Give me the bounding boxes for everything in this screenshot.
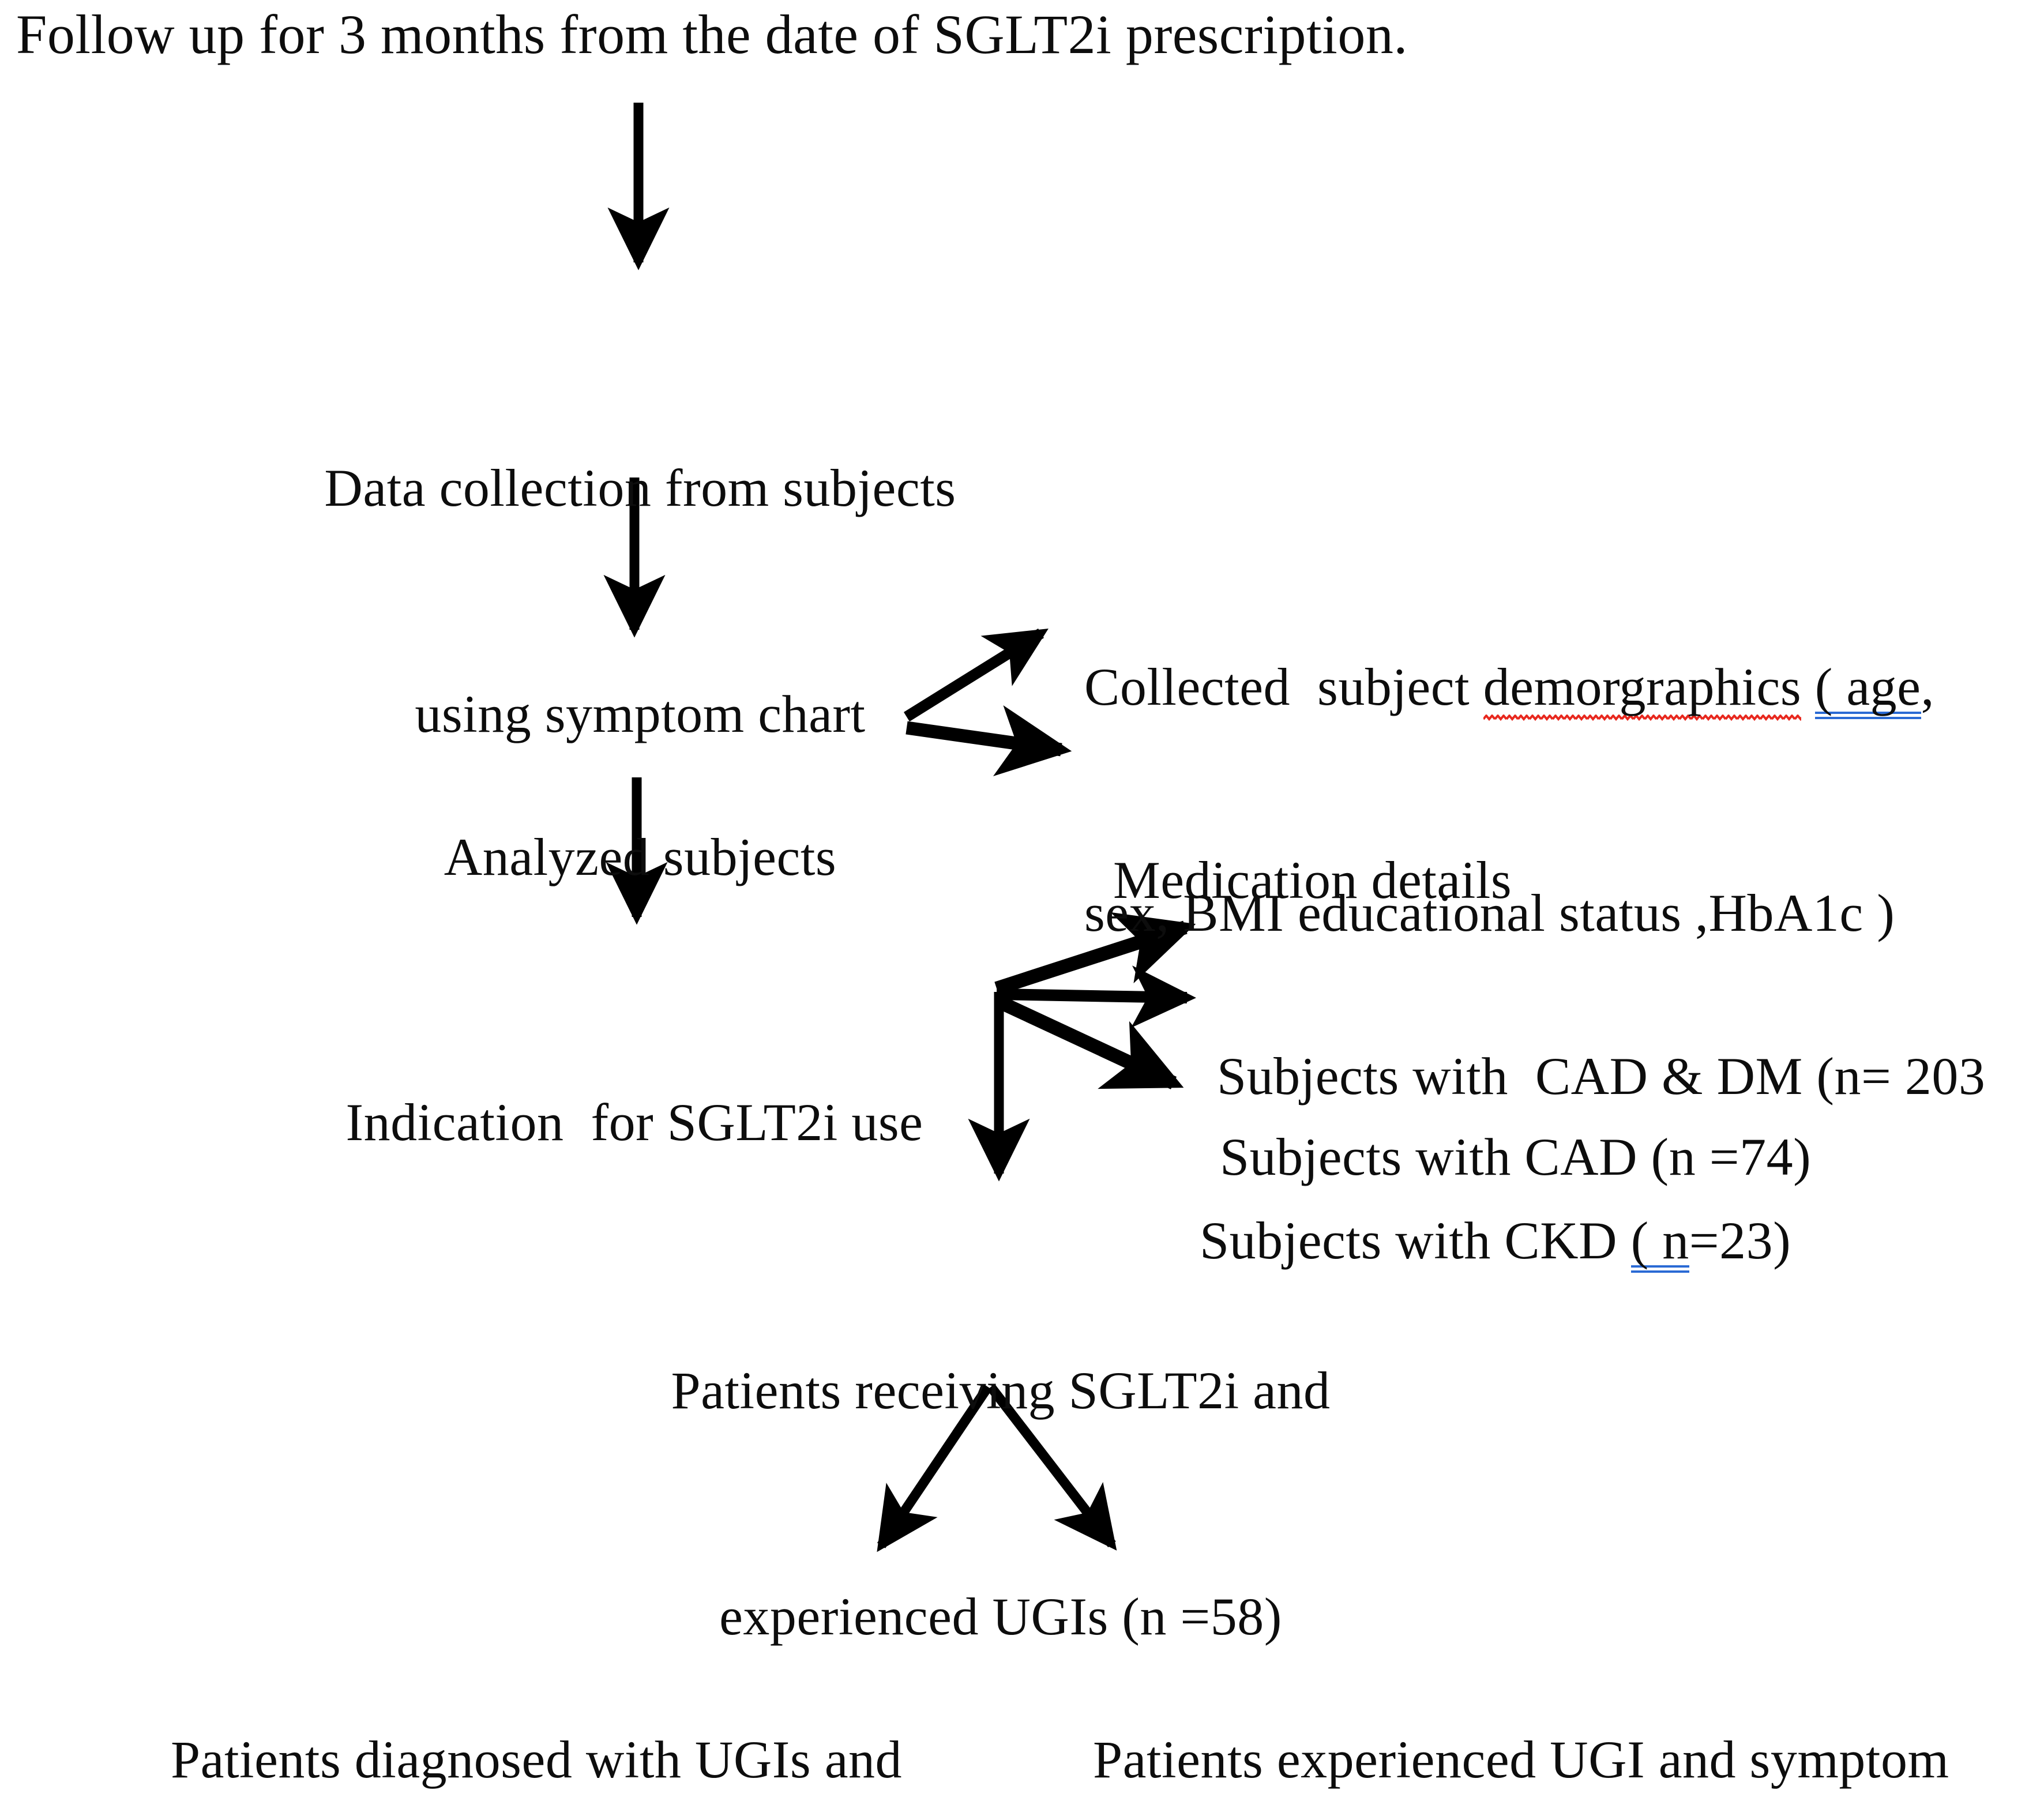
node-subjects-with-cad-and-dm-label: Subjects with CAD & DM (n= 203 [1217,1047,1986,1106]
node-patients-receiving-sglt2i: Patients receiving SGLT2i and experience… [611,1202,1390,1801]
node-medication-details-label: Medication details [1113,851,1512,910]
node-indication-label: Indication for SGLT2i use [345,1093,923,1152]
node-subjects-with-cad-and-dm: Subjects with CAD & DM (n= 203 [1217,888,1985,1265]
node-analyzed-subjects: Analyzed subjects [323,669,957,1046]
node-collected-demographics: Collected subject demorgraphics ( age, s… [1084,499,2042,1101]
node-patients-diagnosed-concurrent: Patients diagnosed with UGIs and prescri… [87,1571,986,1801]
node-patients-symptom-subsided: Patients experienced UGI and symptom sub… [1093,1571,2039,1801]
node-subjects-with-cad: Subjects with CAD (n =74) [1220,969,1811,1345]
node-subjects-with-cad-label: Subjects with CAD (n =74) [1220,1127,1812,1187]
node-patients-receiving-sglt2i-line2: experienced UGIs (n =58) [719,1587,1282,1646]
node-patients-receiving-sglt2i-line1: Patients receiving SGLT2i and [671,1361,1331,1420]
flowchart-title: Follow up for 3 months from the date of … [16,3,1408,65]
node-subjects-with-ckd: Subjects with CKD ( n=23) [1200,1052,1791,1429]
demographics-text-prefix: Collected subject [1084,657,1483,717]
grammar-flagged-open-paren-age: ( age [1814,657,1921,723]
demographics-text-space [1801,657,1815,716]
ckd-text-prefix: Subjects with CKD [1200,1211,1631,1270]
node-analyzed-subjects-label: Analyzed subjects [444,828,837,887]
ckd-text-suffix: =23) [1689,1211,1791,1270]
node-data-collection: Data collection from subjects using symp… [323,300,957,903]
node-patients-symptom-subsided-line1: Patients experienced UGI and symptom [1093,1730,1949,1789]
node-data-collection-line1: Data collection from subjects [324,458,956,518]
node-data-collection-line2: using symptom chart [415,685,866,744]
node-patients-diagnosed-concurrent-line1: Patients diagnosed with UGIs and [170,1730,903,1789]
demographics-text-comma: , [1921,657,1934,717]
node-subjects-with-ckd-label: Subjects with CKD ( n=23) [1200,1203,1791,1279]
node-indication-for-sglt2i-use: Indication for SGLT2i use [260,934,1009,1311]
node-collected-demographics-line2: sex, BMI educational status ,HbA1c ) [1084,883,1895,943]
node-collected-demographics-line1: Collected subject demorgraphics ( age, [1084,649,2042,725]
grammar-flagged-open-paren-n: ( n [1630,1211,1689,1276]
node-medication-details: Medication details [1113,692,1512,1069]
misspelled-word-demorgraphics: demorgraphics [1483,657,1802,723]
